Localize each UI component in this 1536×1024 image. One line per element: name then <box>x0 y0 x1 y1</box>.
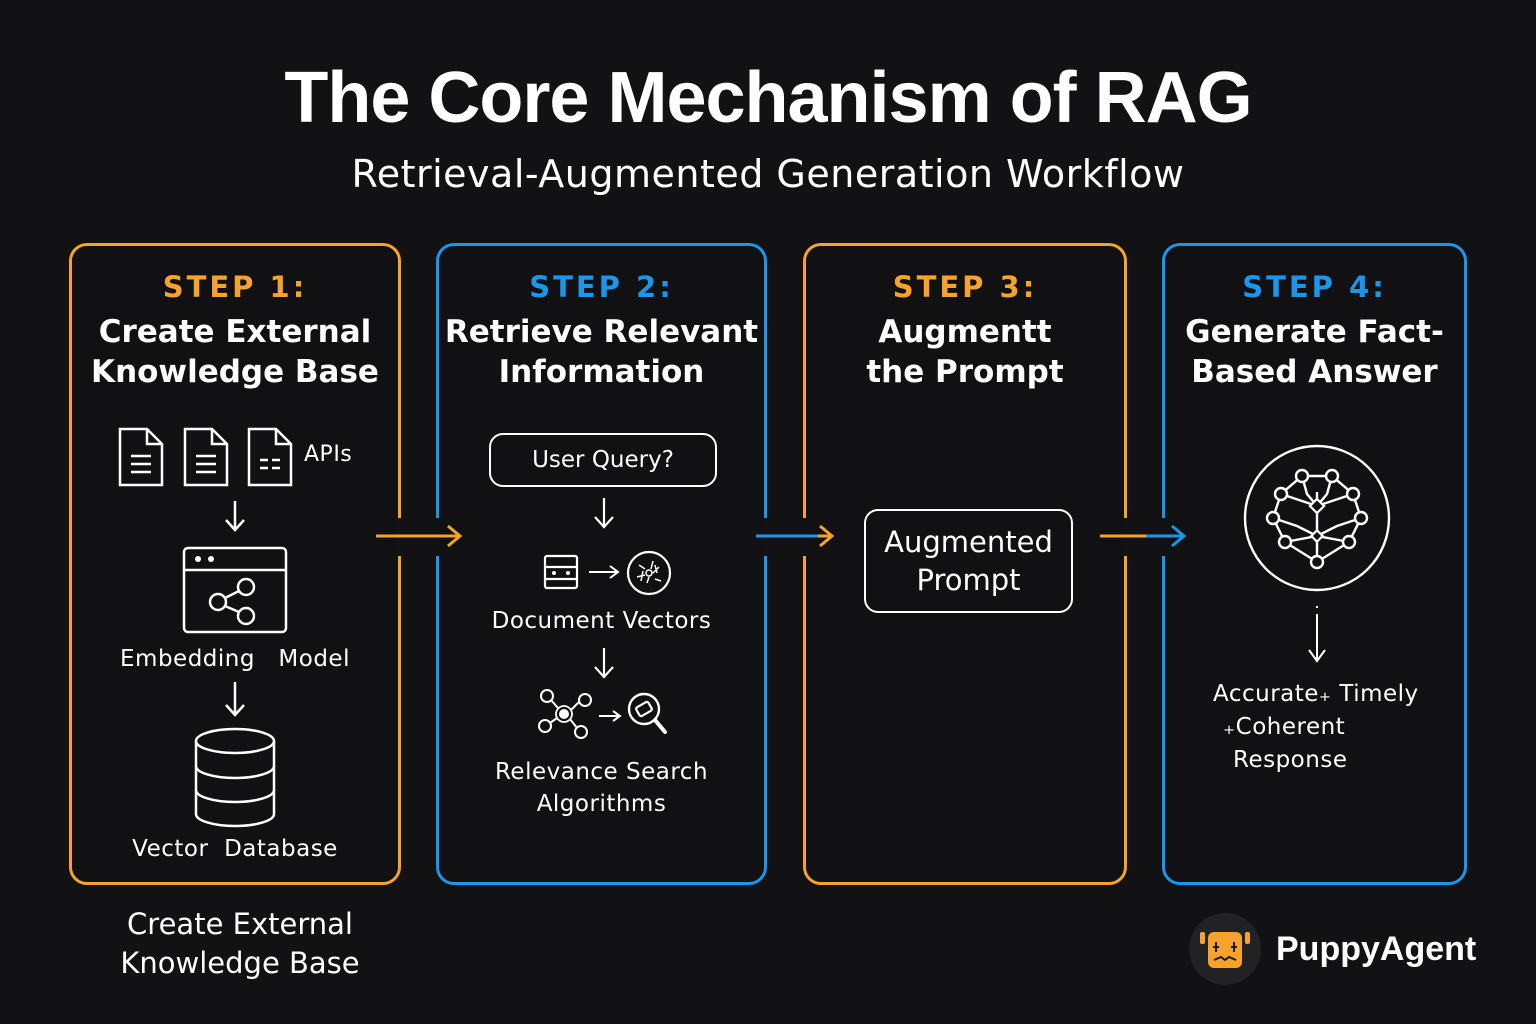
vector-database-label: Vector Database <box>132 836 338 862</box>
page-subtitle: Retrieval-Augmented Generation Workflow <box>351 152 1185 196</box>
augmented-prompt-line1: Augmented <box>884 525 1053 559</box>
arrow-down-icon <box>594 648 614 679</box>
footer-caption-line2: Knowledge Base <box>120 946 360 980</box>
step-4-title: Generate Fact- Based Answer <box>1165 312 1464 392</box>
page-title: The Core Mechanism of RAG <box>284 58 1252 138</box>
step-3-label: STEP 3: <box>892 270 1038 304</box>
user-query-label: User Query? <box>532 447 674 473</box>
relevance-search-line2: Algorithms <box>536 791 667 817</box>
step-1-title: Create External Knowledge Base <box>72 312 398 392</box>
step-4-label: STEP 4: <box>1242 270 1387 304</box>
result-line2: ₊Coherent <box>1223 714 1346 740</box>
arrow-right-icon <box>589 565 620 579</box>
document-icon <box>183 427 229 487</box>
brand-name: PuppyAgent <box>1276 929 1477 968</box>
apis-label: APIs <box>304 442 353 467</box>
footer-caption-line1: Create External <box>127 907 353 941</box>
step-1-card: STEP 1: Create External Knowledge Base A… <box>69 243 401 885</box>
result-line3: Response <box>1233 747 1348 773</box>
document-vectors-label: Document Vectors <box>491 608 712 634</box>
step-2-title-line2: Information <box>498 354 705 390</box>
relevance-search-line1: Relevance Search <box>494 759 709 785</box>
step-1-label: STEP 1: <box>162 270 308 304</box>
document-icon <box>247 427 293 487</box>
arrow-down-icon <box>225 501 245 532</box>
result-label: Accurate₊ Timely ₊Coherent Response <box>1213 678 1419 777</box>
step-2-title-line1: Retrieve Relevant <box>444 314 759 350</box>
database-icon <box>194 727 276 828</box>
step-4-title-line2: Based Answer <box>1191 354 1438 390</box>
embedding-model-label: Embedding Model <box>120 646 350 672</box>
step-4-card: STEP 4: Generate Fact- Based Answer Accu… <box>1162 243 1467 885</box>
vector-cluster-icon <box>626 550 672 596</box>
step-1-title-line1: Create External <box>98 314 372 350</box>
embedding-model-icon <box>182 546 288 634</box>
step-4-title-line1: Generate Fact- <box>1185 314 1444 350</box>
arrow-right-icon <box>599 710 622 722</box>
arrow-down-icon <box>594 498 614 529</box>
document-icon <box>118 427 164 487</box>
magnifier-icon <box>627 692 667 734</box>
brand-logo: PuppyAgent <box>1188 912 1476 986</box>
step-2-title: Retrieve Relevant Information <box>439 312 764 392</box>
step-2-card: STEP 2: Retrieve Relevant Information Us… <box>436 243 767 885</box>
step-3-title-line1: Augmentt <box>878 314 1052 350</box>
result-line1: Accurate₊ Timely <box>1213 681 1419 707</box>
augmented-prompt-box: Augmented Prompt <box>864 509 1073 613</box>
arrow-right-icon <box>756 524 835 548</box>
user-query-box: User Query? <box>489 433 717 487</box>
step-3-title-line2: the Prompt <box>866 354 1064 390</box>
step-3-card: STEP 3: Augmentt the Prompt Augmented Pr… <box>803 243 1127 885</box>
arrow-down-icon <box>225 682 245 717</box>
arrow-right-icon <box>376 524 463 548</box>
step-1-title-line2: Knowledge Base <box>91 354 379 390</box>
puppy-logo-icon <box>1189 913 1261 985</box>
arrow-right-icon <box>1100 524 1187 548</box>
footer-caption: Create External Knowledge Base <box>70 905 410 983</box>
relevance-search-label: Relevance Search Algorithms <box>439 756 764 820</box>
server-icon <box>543 554 579 590</box>
network-icon <box>538 689 592 739</box>
step-3-title: Augmentt the Prompt <box>806 312 1124 392</box>
step-2-label: STEP 2: <box>529 270 674 304</box>
augmented-prompt-line2: Prompt <box>916 563 1021 597</box>
neural-network-icon <box>1243 444 1391 592</box>
arrow-down-icon <box>1308 606 1326 663</box>
